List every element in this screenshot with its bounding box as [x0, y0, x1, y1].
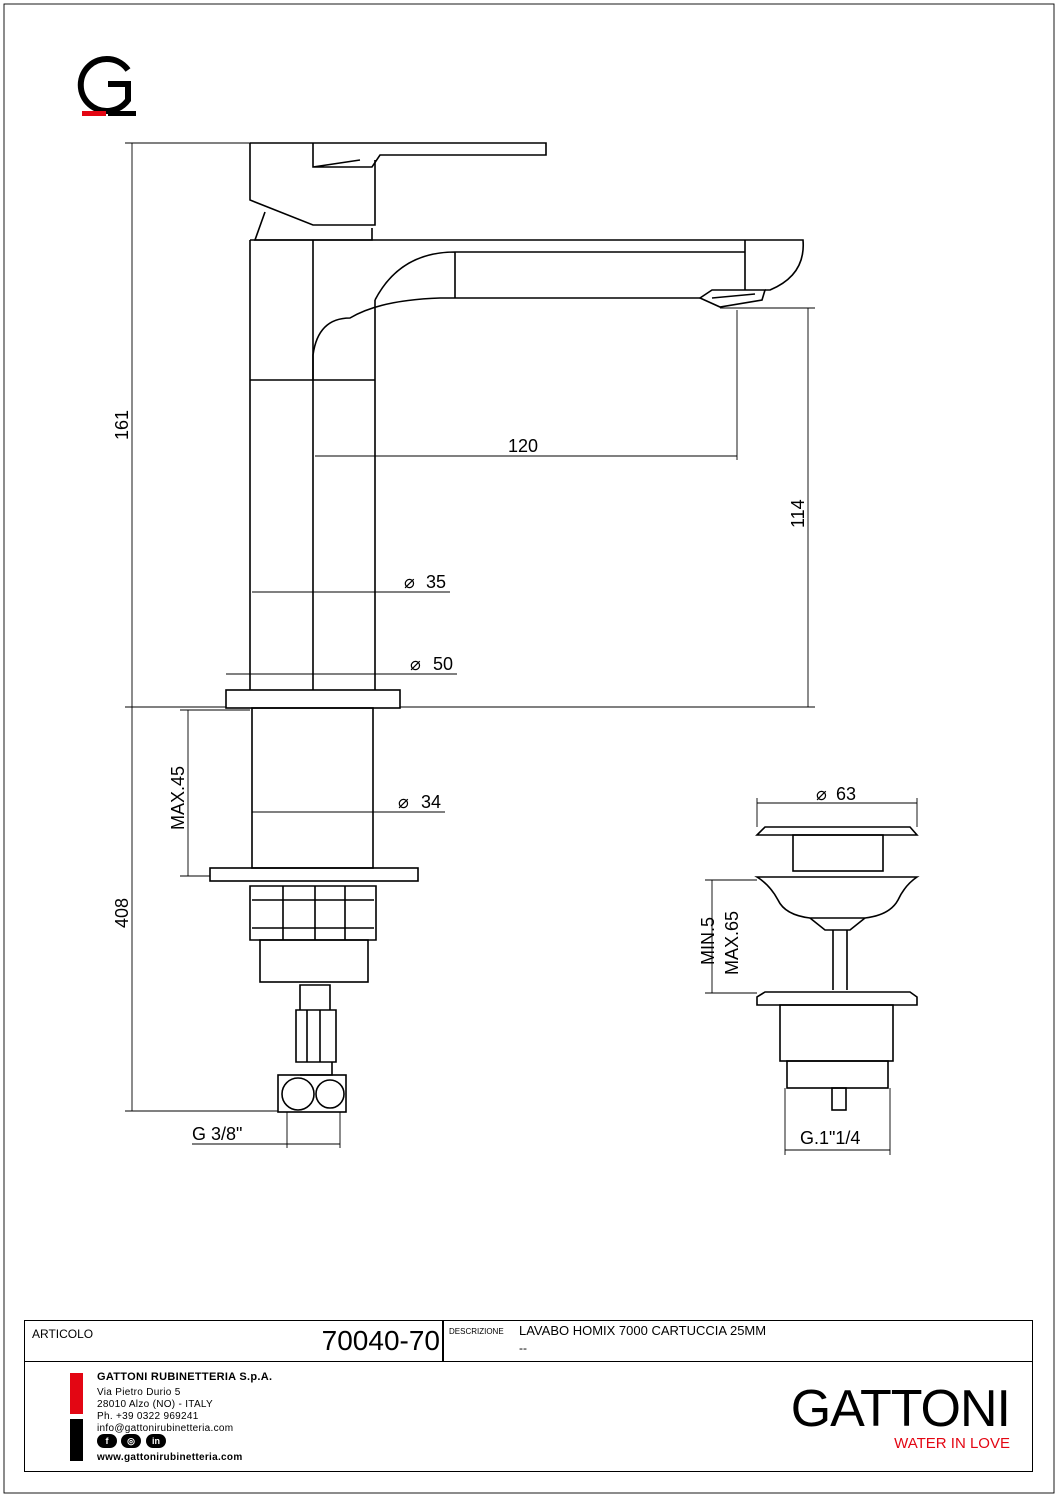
brand-logo: GATTONI WATER IN LOVE — [790, 1380, 1011, 1452]
page-border — [3, 3, 1055, 1494]
instagram-icon[interactable]: ◎ — [121, 1434, 141, 1448]
company-name: GATTONI RUBINETTERIA S.p.A. — [97, 1371, 273, 1383]
title-block: ARTICOLO 70040-70 DESCRIZIONE LAVABO HOM… — [24, 1320, 1033, 1472]
address-line1: Via Pietro Durio 5 — [97, 1387, 181, 1398]
descrizione-line2: -- — [519, 1341, 527, 1355]
dim-height-total: 161 — [112, 410, 132, 440]
divider — [442, 1321, 444, 1361]
drain-drawing — [754, 826, 920, 1111]
descrizione-text: LAVABO HOMIX 7000 CARTUCCIA 25MM — [519, 1323, 767, 1338]
dim-body-diameter: 35 — [426, 572, 446, 592]
address-line2: 28010 Alzo (NO) - ITALY — [97, 1399, 214, 1410]
dimension-lines — [125, 142, 918, 1155]
email-link[interactable]: info@gattonirubinetteria.com — [97, 1423, 234, 1434]
dim-connection: G 3/8" — [192, 1124, 242, 1144]
website-link[interactable]: www.gattonirubinetteria.com — [97, 1452, 243, 1463]
dim-drain-diameter: 63 — [836, 784, 856, 804]
dim-spout-reach: 120 — [508, 436, 538, 456]
black-bar — [70, 1419, 83, 1461]
brand-tagline: WATER IN LOVE — [894, 1435, 1010, 1452]
dim-hose-length: 408 — [112, 898, 132, 928]
dim-spout-height: 114 — [788, 499, 808, 528]
dim-max-thickness: MAX.45 — [168, 766, 188, 830]
red-bar — [70, 1373, 83, 1414]
diameter-symbol: ⌀ — [410, 654, 421, 674]
diameter-symbol: ⌀ — [398, 792, 409, 812]
articolo-label: ARTICOLO — [32, 1327, 94, 1341]
dim-drain-thread: G.1"1/4 — [800, 1128, 860, 1148]
diameter-symbol: ⌀ — [404, 572, 415, 592]
phone: Ph. +39 0322 969241 — [97, 1411, 199, 1422]
gattoni-logo — [77, 56, 136, 116]
facebook-icon[interactable]: f — [97, 1434, 117, 1448]
dim-shank-diameter: 34 — [421, 792, 441, 812]
faucet-drawing — [209, 142, 804, 1113]
articolo-code: 70040-70 — [321, 1325, 440, 1356]
dim-drain-min: MIN.5 — [698, 917, 718, 965]
title-row: ARTICOLO 70040-70 DESCRIZIONE LAVABO HOM… — [25, 1321, 1032, 1362]
linkedin-icon[interactable]: in — [146, 1434, 166, 1448]
brand-name: GATTONI — [790, 1380, 1011, 1438]
dim-base-diameter: 50 — [433, 654, 453, 674]
dim-drain-max: MAX.65 — [722, 911, 742, 975]
diameter-symbol: ⌀ — [816, 784, 827, 804]
descrizione-label: DESCRIZIONE — [449, 1327, 504, 1336]
